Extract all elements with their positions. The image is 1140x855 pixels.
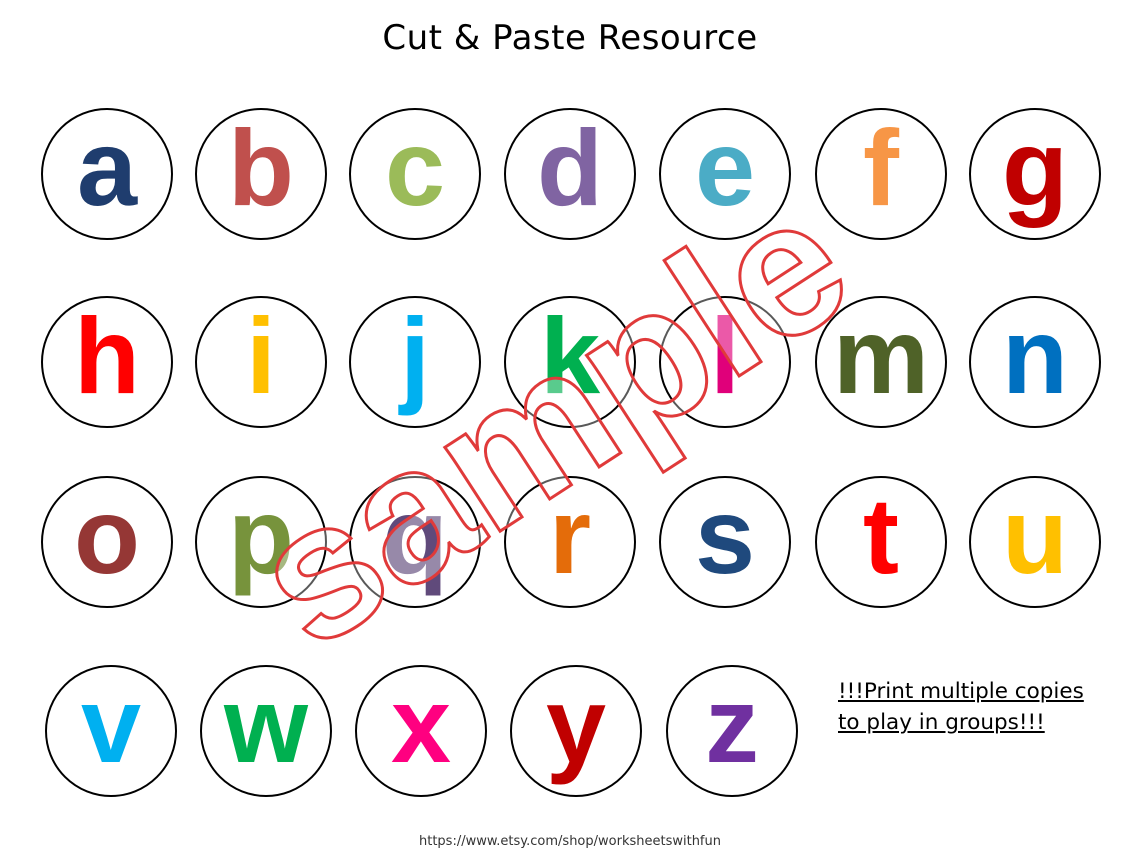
letter-circle-p: p [195, 476, 327, 608]
letter-b: b [228, 107, 294, 228]
letter-l: l [709, 295, 740, 416]
letter-circle-x: x [355, 665, 487, 797]
letter-f: f [863, 107, 899, 228]
letter-circle-b: b [195, 108, 327, 240]
letter-circle-c: c [349, 108, 481, 240]
letter-circle-k: k [504, 296, 636, 428]
letter-w: w [223, 664, 308, 785]
letter-z: z [705, 664, 759, 785]
letter-circle-i: i [195, 296, 327, 428]
letter-circle-w: w [200, 665, 332, 797]
letter-y: y [545, 664, 607, 785]
page-title: Cut & Paste Resource [382, 18, 758, 58]
letter-g: g [1002, 107, 1068, 228]
letter-n: n [1002, 295, 1068, 416]
print-note-line-2: to play in groups!!! [838, 710, 1045, 735]
letter-c: c [384, 107, 446, 228]
letter-e: e [694, 107, 756, 228]
letter-circle-d: d [504, 108, 636, 240]
letter-circle-m: m [815, 296, 947, 428]
letter-circle-o: o [41, 476, 173, 608]
letter-circle-g: g [969, 108, 1101, 240]
letter-d: d [537, 107, 603, 228]
letter-t: t [863, 475, 899, 596]
letter-i: i [245, 295, 276, 416]
letter-a: a [76, 107, 138, 228]
letter-circle-n: n [969, 296, 1101, 428]
letter-circle-u: u [969, 476, 1101, 608]
letter-k: k [539, 295, 601, 416]
letter-u: u [1002, 475, 1068, 596]
letter-q: q [382, 475, 448, 596]
letter-m: m [832, 295, 930, 416]
letter-o: o [74, 475, 140, 596]
letter-circle-r: r [504, 476, 636, 608]
letter-r: r [548, 475, 592, 596]
print-note-line-1: !!!Print multiple copies [838, 679, 1084, 704]
letter-h: h [74, 295, 140, 416]
letter-circle-h: h [41, 296, 173, 428]
letter-s: s [694, 475, 756, 596]
letter-j: j [399, 295, 430, 416]
letter-x: x [390, 664, 452, 785]
letter-circle-f: f [815, 108, 947, 240]
letter-circle-t: t [815, 476, 947, 608]
print-note: !!!Print multiple copies to play in grou… [838, 676, 1108, 738]
letter-circle-v: v [45, 665, 177, 797]
shop-url: https://www.etsy.com/shop/worksheetswith… [419, 834, 721, 849]
letter-circle-s: s [659, 476, 791, 608]
letter-circle-y: y [510, 665, 642, 797]
letter-circle-l: l [659, 296, 791, 428]
letter-circle-z: z [666, 665, 798, 797]
letter-circle-a: a [41, 108, 173, 240]
letter-v: v [80, 664, 142, 785]
letter-circle-e: e [659, 108, 791, 240]
letter-circle-q: q [349, 476, 481, 608]
letter-circle-j: j [349, 296, 481, 428]
letter-p: p [228, 475, 294, 596]
